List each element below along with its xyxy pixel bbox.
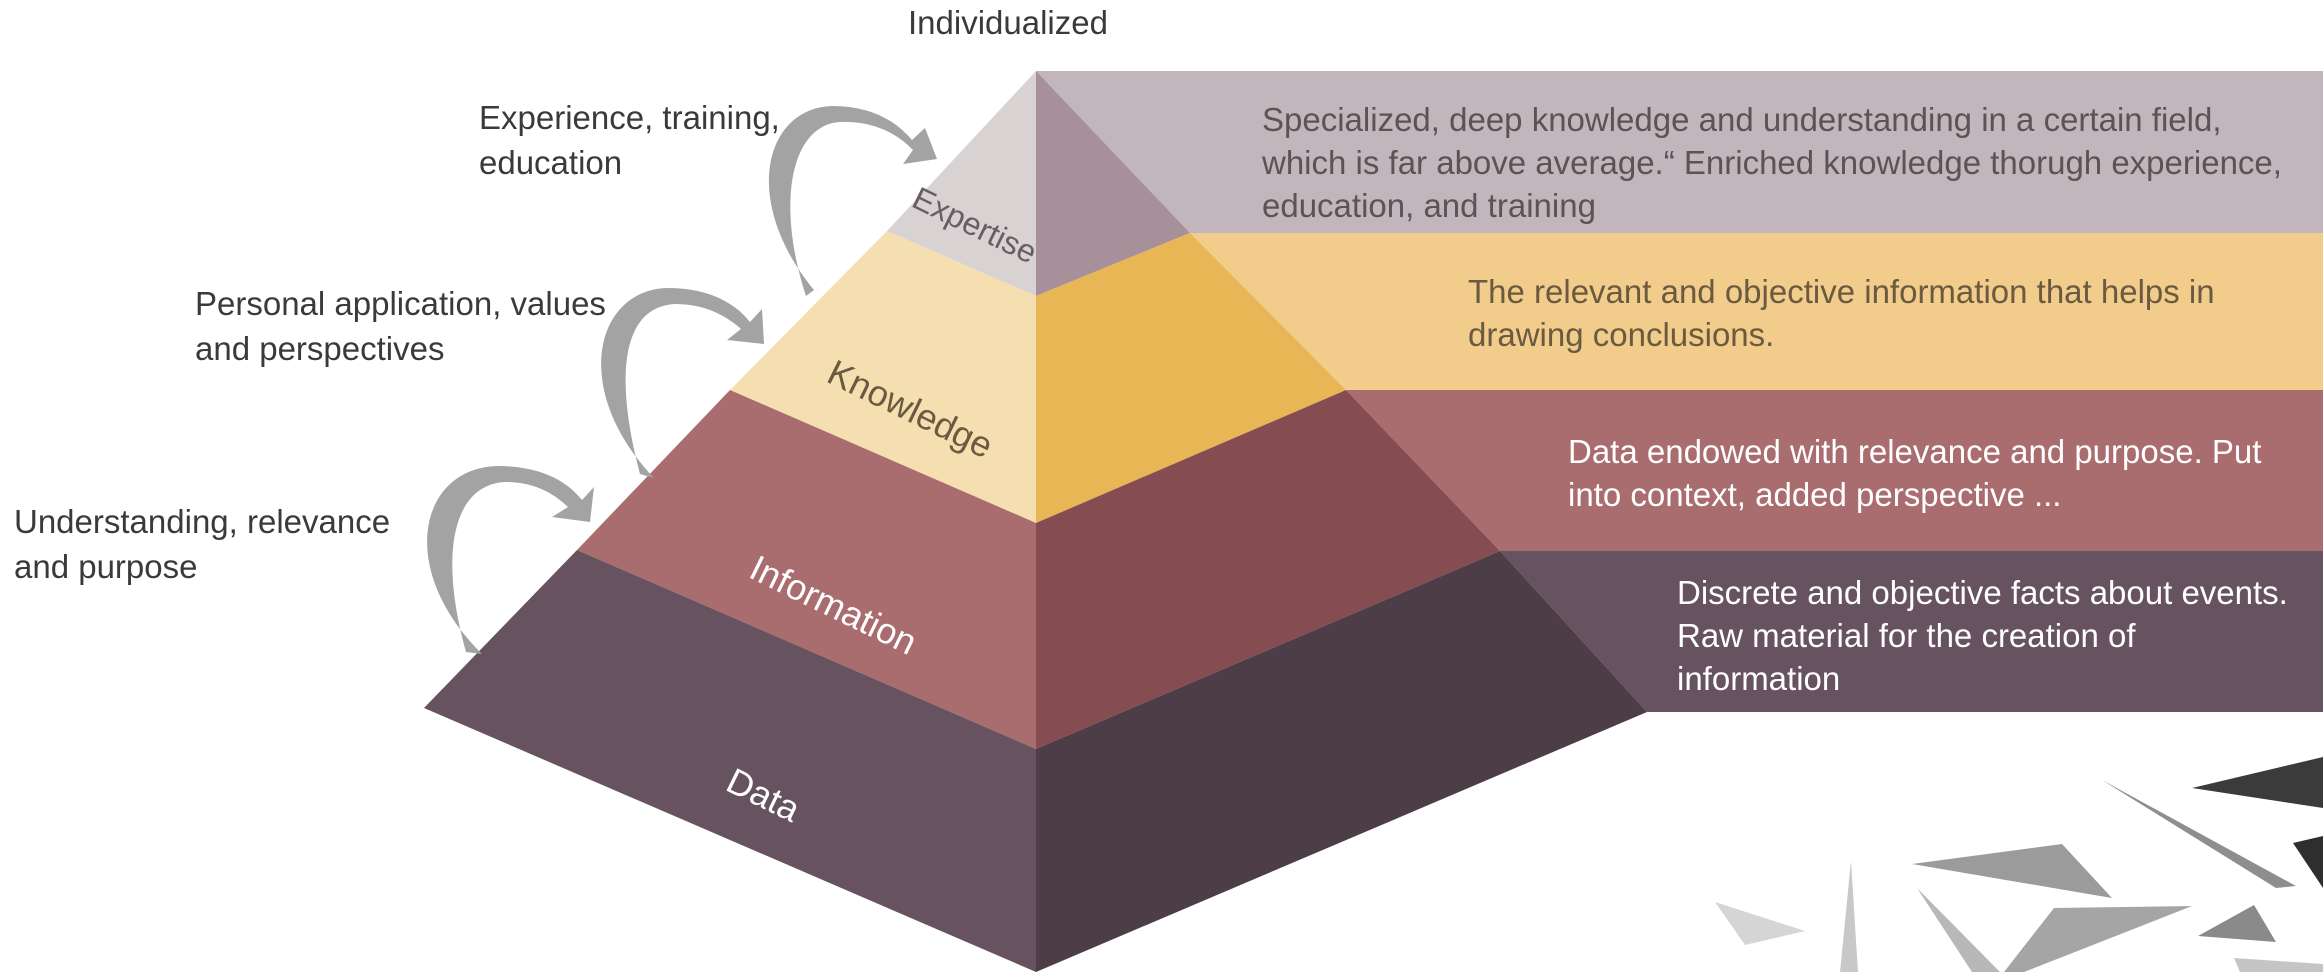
transition-label-personal-application: Personal application, values and perspec…	[195, 285, 606, 367]
information-right-face	[1036, 390, 1500, 749]
knowledge-description: The relevant and objective information t…	[1468, 273, 2215, 353]
apex-label: Individualized	[908, 4, 1108, 41]
data-description: Discrete and objective facts about event…	[1677, 574, 2288, 697]
transition-label-understanding: Understanding, relevance and purpose	[14, 503, 391, 585]
expertise-description-band	[1036, 71, 2323, 233]
transition-label-experience: Experience, training, education	[479, 99, 780, 181]
data-left-face	[424, 550, 1036, 972]
decorative-shard	[1917, 888, 2000, 972]
knowledge-description-band	[1190, 233, 2323, 390]
decorative-shard	[2004, 906, 2192, 972]
expertise-right-face	[1036, 71, 1190, 296]
decorative-shard	[2192, 757, 2323, 808]
decorative-shards	[1715, 757, 2323, 972]
expertise-description: Specialized, deep knowledge and understa…	[1262, 101, 2282, 224]
information-description-band	[1346, 390, 2323, 551]
decorative-shard	[1912, 844, 2112, 898]
knowledge-left-face	[730, 231, 1036, 523]
decorative-shard	[2234, 958, 2323, 972]
data-right-face	[1036, 551, 1647, 972]
knowledge-right-face	[1036, 233, 1346, 523]
decorative-shard	[1715, 902, 1805, 945]
expertise-left-face	[887, 71, 1036, 296]
data-description-band	[1500, 551, 2323, 712]
decorative-shard	[2293, 836, 2323, 888]
information-description: Data endowed with relevance and purpose.…	[1568, 433, 2262, 513]
decorative-shard	[2102, 780, 2296, 888]
decorative-shard	[2198, 905, 2276, 942]
information-left-face	[577, 390, 1036, 749]
decorative-shard	[1840, 861, 1858, 972]
